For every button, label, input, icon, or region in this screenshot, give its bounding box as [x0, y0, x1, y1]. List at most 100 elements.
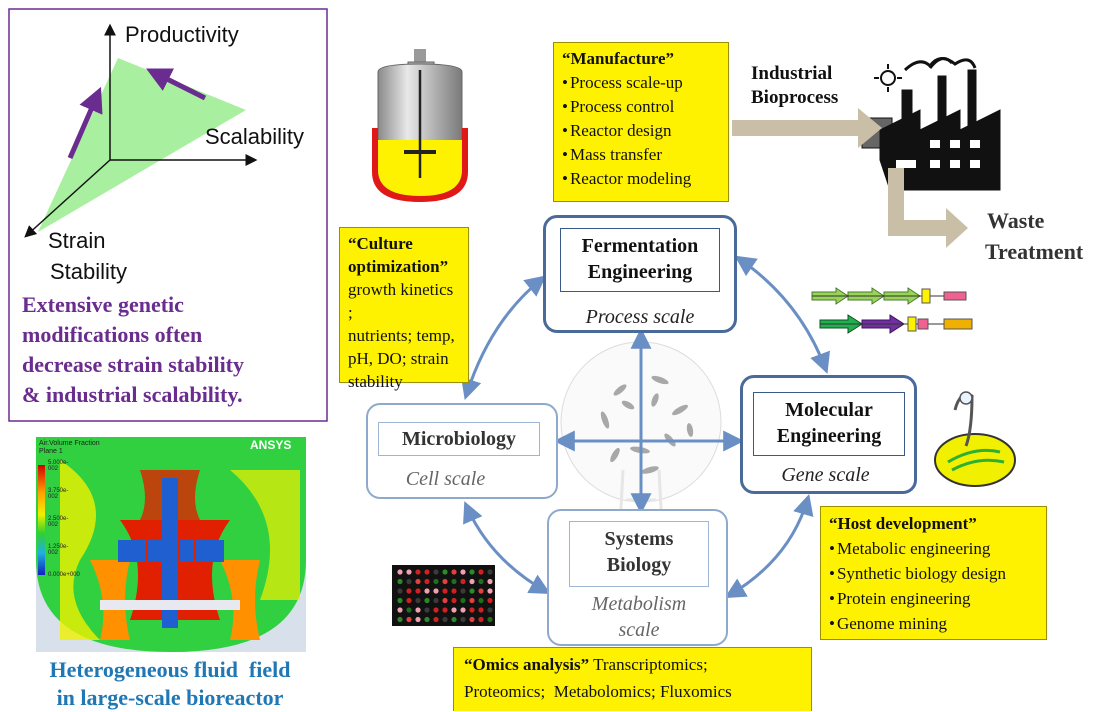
metabolism-line: Metabolism [591, 593, 687, 615]
cfd-simulation-image [36, 437, 306, 652]
cfd-caption-line: in large-scale bioreactor [56, 685, 284, 710]
microarray-spot [433, 616, 439, 623]
systems-biology-box: Systems Biology Metabolism scale [547, 509, 728, 646]
microarray-spot [478, 578, 484, 585]
microarray-spot [424, 569, 430, 575]
omics-title: “Omics analysis” [464, 655, 590, 674]
culture-line: stability [348, 372, 403, 391]
microarray-spot [433, 578, 439, 585]
ansys-logo: ANSYS [250, 438, 292, 452]
microarray-spot [415, 597, 421, 604]
culture-title-1: “Culture [348, 234, 413, 253]
culture-line: nutrients; temp, [348, 326, 455, 345]
microarray-spot [460, 588, 466, 594]
productivity-label: Productivity [125, 22, 239, 47]
microarray-spot [478, 616, 484, 623]
microarray-spot [397, 616, 403, 623]
microarray-spot [406, 607, 412, 613]
microarray-spot [487, 616, 493, 623]
microarray-spot [397, 569, 403, 575]
manufacture-item: Reactor design [562, 119, 720, 143]
purple-arrow-right [146, 68, 207, 101]
molecular-title: Molecular Engineering [753, 392, 905, 456]
microarray-spot [478, 607, 484, 613]
microarray-spot [433, 597, 439, 604]
legend-tick: 5.000e-002 [48, 460, 69, 472]
microarray-spot [460, 607, 466, 613]
microarray-spot [487, 597, 493, 604]
microarray-spot [406, 616, 412, 623]
molecular-title-1: Molecular [785, 399, 873, 421]
cell-scale-label: Cell scale [405, 468, 486, 490]
factory-icon [861, 57, 1001, 191]
microarray-spot [469, 607, 475, 613]
caption-line: modifications often [22, 322, 203, 347]
host-item: Metabolic engineering [829, 536, 1038, 561]
microarray-spot [433, 607, 439, 613]
omics-line-2: Proteomics; Metabolomics; Fluxomics [464, 682, 732, 701]
bioprocess-line: Bioprocess [751, 87, 839, 108]
legend-tick: 0.000e+000 [48, 572, 80, 578]
microarray-spot [451, 578, 457, 585]
systems-title-1: Systems [604, 528, 674, 550]
strain-label: Strain [48, 228, 106, 253]
microarray-spot [397, 597, 403, 604]
industrial-line: Industrial [751, 63, 833, 84]
treatment-line: Treatment [985, 239, 1084, 264]
microarray-spot [433, 569, 439, 575]
manufacture-item: Mass transfer [562, 143, 720, 167]
microarray-spot [469, 578, 475, 585]
systems-title-2: Biology [606, 554, 672, 576]
metabolism-scale-label: Metabolism scale [549, 591, 729, 643]
petri-dish-icon [934, 391, 1016, 487]
microarray-spot [424, 588, 430, 594]
microarray-spot [451, 588, 457, 594]
omics-line-1: “Omics analysis” Transcriptomics; [464, 651, 801, 678]
molecular-engineering-box: Molecular Engineering Gene scale [740, 375, 917, 494]
microarray-spot [460, 578, 466, 585]
cfd-caption-line: Heterogeneous fluid field [49, 657, 291, 682]
scale-line: scale [618, 619, 660, 641]
host-item: Synthetic biology design [829, 561, 1038, 586]
manufacture-item: Process scale-up [562, 71, 720, 95]
fermentation-title-2: Engineering [587, 261, 693, 283]
legend-tick: 1.250e-002 [48, 544, 69, 556]
microarray-spot [451, 569, 457, 575]
molecular-title-2: Engineering [776, 425, 882, 447]
microarray-spot [406, 597, 412, 604]
host-title: “Host development” [829, 514, 977, 533]
microarray-spot [433, 588, 439, 594]
industrial-bioprocess-label: Industrial Bioprocess [751, 62, 838, 110]
stability-axis [24, 159, 111, 238]
microarray-icon [392, 565, 495, 626]
waste-line: Waste [987, 208, 1045, 233]
caption-line: & industrial scalability. [22, 382, 243, 407]
microarray-spot [397, 607, 403, 613]
microarray-spot [442, 578, 448, 585]
microarray-spot [451, 597, 457, 604]
cfd-legend-title: Air.Volume Fraction Plane 1 [39, 440, 100, 456]
microarray-spot [478, 588, 484, 594]
microarray-spot [469, 569, 475, 575]
microarray-spot [469, 597, 475, 604]
microarray-spot [442, 588, 448, 594]
microarray-spot [469, 588, 475, 594]
host-development-box: “Host development” Metabolic engineering… [820, 506, 1047, 640]
microarray-spot [415, 569, 421, 575]
systems-title: Systems Biology [569, 521, 709, 587]
manufacture-list: Process scale-up Process control Reactor… [562, 71, 720, 191]
manufacture-box: “Manufacture” Process scale-up Process c… [553, 42, 729, 202]
microarray-spot [406, 578, 412, 585]
microarray-spot [415, 588, 421, 594]
microarray-spot [397, 578, 403, 585]
gene-constructs [811, 287, 973, 334]
microarray-spot [424, 607, 430, 613]
microarray-spot [469, 616, 475, 623]
tan-arrows [732, 108, 968, 248]
process-scale-label: Process scale [585, 306, 695, 328]
microarray-spot [442, 607, 448, 613]
microarray-spot [460, 597, 466, 604]
fermentation-title-1: Fermentation [581, 235, 699, 257]
host-item: Protein engineering [829, 586, 1038, 611]
